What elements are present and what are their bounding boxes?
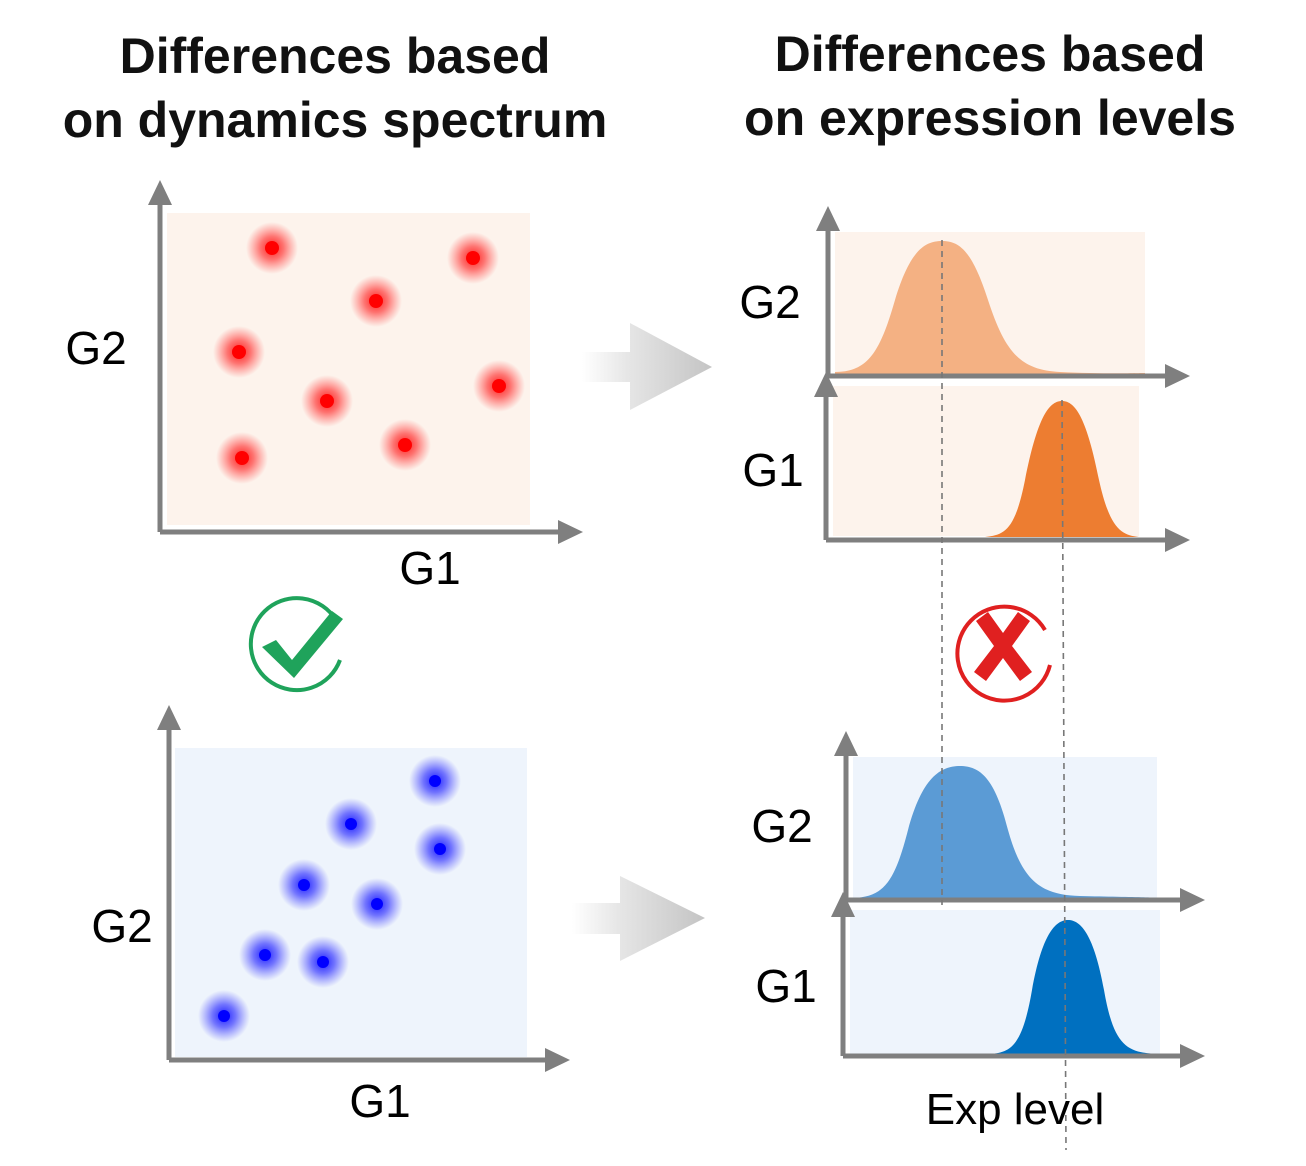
x-axis-label-top: G1 [399,542,460,594]
cross-icon [955,604,1052,703]
scatter-dot [213,326,265,378]
scatter-dot [351,878,403,930]
density-curve-g2 [835,241,1145,376]
title-dynamics-spectrum: Differences based on dynamics spectrum [20,24,650,152]
y-axis-arrowhead [157,705,181,730]
x-axis-arrowhead [558,520,583,544]
y-axis-arrowhead [148,180,172,205]
y-axis-label-top: G2 [65,322,126,374]
dots-bottom [198,755,466,1042]
scatter-dot [216,432,268,484]
scatter-dot [198,990,250,1042]
scatter-panel-bottom: G2 G1 [91,705,570,1127]
axes-bottom [166,726,548,1063]
density-curve-g2 [853,766,1157,900]
x-axis-arrowhead [1180,1044,1205,1068]
title-expression-levels: Differences based on expression levels [690,22,1290,150]
y-axis-arrowhead [834,731,858,756]
scatter-dot [414,823,466,875]
scatter-panel-top: G2 G1 [65,180,583,594]
scatter-dot [325,798,377,850]
check-icon [248,596,343,693]
title-expression-line1: Differences based [774,26,1206,82]
density-panel-bottom-g1: G1 [755,892,1205,1068]
scatter-dot [379,419,431,471]
arrow-right-top [582,323,712,410]
scatter-dot [409,755,461,807]
x-axis-arrowhead [545,1048,570,1072]
density-panel-bottom-g2: G2 [751,731,1205,912]
scatter-dot [278,859,330,911]
density-label-g2: G2 [751,800,812,852]
y-axis-arrowhead [831,892,855,917]
dots-top [213,222,525,484]
title-dynamics-line2: on dynamics spectrum [62,92,608,148]
axes-top [157,200,562,535]
density-curve-g1 [988,920,1160,1054]
density-panel-top-g2: G2 [739,206,1190,388]
scatter-dot [447,232,499,284]
scatter-dot [246,222,298,274]
title-expression-line2: on expression levels [744,90,1236,146]
x-axis-label-bottom: G1 [349,1075,410,1127]
density-panel-top-g1: G1 [742,372,1190,552]
x-axis-arrowhead [1180,888,1205,912]
scatter-dot [297,936,349,988]
y-axis-label-bottom: G2 [91,900,152,952]
density-label-g1: G1 [755,960,816,1012]
x-axis-arrowhead [1165,528,1190,552]
guide-line-g1-peak [1061,399,1067,1151]
density-label-g1: G1 [742,444,803,496]
y-axis-arrowhead [816,206,840,231]
exp-level-axis-label: Exp level [926,1085,1105,1134]
arrow-right-bottom [572,876,705,961]
scatter-dot [350,275,402,327]
peak-guide-lines [941,240,1067,1151]
title-dynamics-line1: Differences based [119,28,551,84]
density-label-g2: G2 [739,276,800,328]
scatter-dot [473,360,525,412]
x-axis-arrowhead [1165,364,1190,388]
y-axis-arrowhead [814,372,838,397]
scatter-dot [239,929,291,981]
scatter-dot [301,375,353,427]
